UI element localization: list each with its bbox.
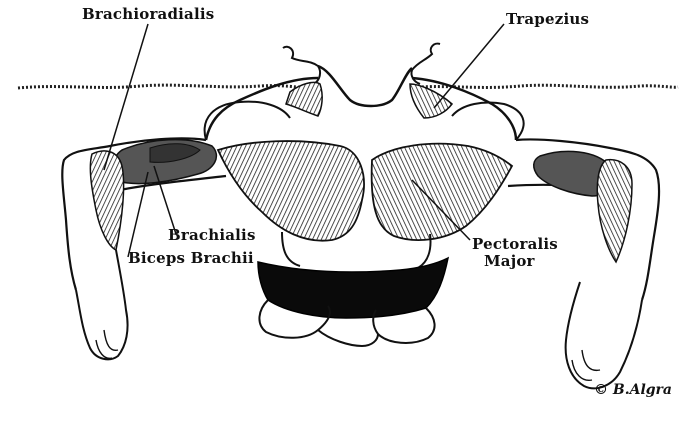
- label-major: Major: [484, 253, 535, 270]
- neck-outline: [318, 66, 412, 106]
- hand-left: [96, 330, 118, 358]
- label-biceps-brachii: Biceps Brachii: [128, 250, 254, 267]
- biceps-brachii-leader: [128, 172, 148, 257]
- hand-right: [572, 350, 600, 380]
- label-trapezius: Trapezius: [506, 11, 589, 28]
- trapezius-right: [410, 84, 452, 118]
- brachioradialis-left: [90, 151, 123, 250]
- pectoralis-right: [372, 144, 512, 240]
- swimsuit: [258, 258, 448, 318]
- forearm-left: [76, 250, 128, 359]
- artist-signature: © B.Algra: [594, 382, 672, 398]
- brachioradialis-right: [597, 160, 632, 262]
- label-brachioradialis: Brachioradialis: [82, 6, 214, 23]
- torso-outline: [206, 78, 516, 140]
- deltoid-right: [452, 103, 524, 141]
- trapezius-leader: [434, 24, 504, 108]
- deltoid-left: [205, 102, 290, 140]
- label-pectoralis: Pectoralis: [472, 236, 558, 253]
- forearm-right: [566, 282, 642, 388]
- label-brachialis: Brachialis: [168, 227, 256, 244]
- water-line: [18, 85, 678, 88]
